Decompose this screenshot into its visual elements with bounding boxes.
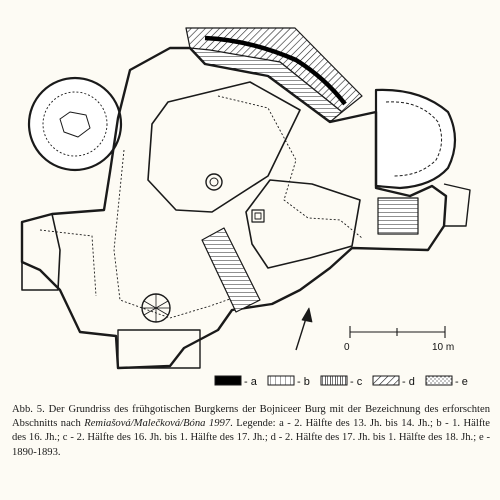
legend-label-e: - e — [455, 376, 468, 388]
legend-swatch-b — [267, 375, 295, 386]
east-wing — [245, 179, 361, 269]
scale-end-label: 10 m — [432, 342, 454, 353]
north-arrow — [295, 307, 313, 351]
scale-zero-label: 0 — [344, 342, 350, 353]
courtyard-well — [205, 173, 223, 191]
figure-caption: Abb. 5. Der Grundriss des frühgotischen … — [12, 403, 490, 460]
legend-swatch-d — [372, 375, 400, 386]
legend-swatch-a — [214, 375, 242, 386]
west-annex — [21, 213, 61, 291]
legend-swatch-e — [425, 375, 453, 386]
legend — [214, 375, 453, 386]
caption-text-2: . Legende: a - 2. Hälfte des 13. Jh. bis… — [12, 418, 491, 458]
east-staircase — [377, 197, 419, 235]
inner-courtyard — [147, 81, 301, 213]
legend-label-c: - c — [350, 376, 363, 388]
gothic-wall-a — [204, 35, 347, 106]
round-tower-east — [374, 88, 457, 190]
legend-label-d: - d — [402, 376, 415, 388]
caption-authors: Remiašová/Malečková/Bóna 1997 — [84, 418, 231, 430]
legend-label-a: - a — [244, 376, 258, 388]
round-tower-west — [27, 76, 123, 172]
castle-outer-wall — [20, 46, 448, 370]
central-staircase — [201, 227, 261, 313]
castle-ground-plan: 0 10 m - a - b - c - d - e — [20, 27, 471, 388]
caption-text-1: Abb. 5. Der Grundriss des frühgotischen … — [12, 404, 490, 430]
legend-label-b: - b — [297, 376, 310, 388]
scale-bar — [349, 326, 446, 338]
legend-swatch-c — [320, 375, 348, 386]
